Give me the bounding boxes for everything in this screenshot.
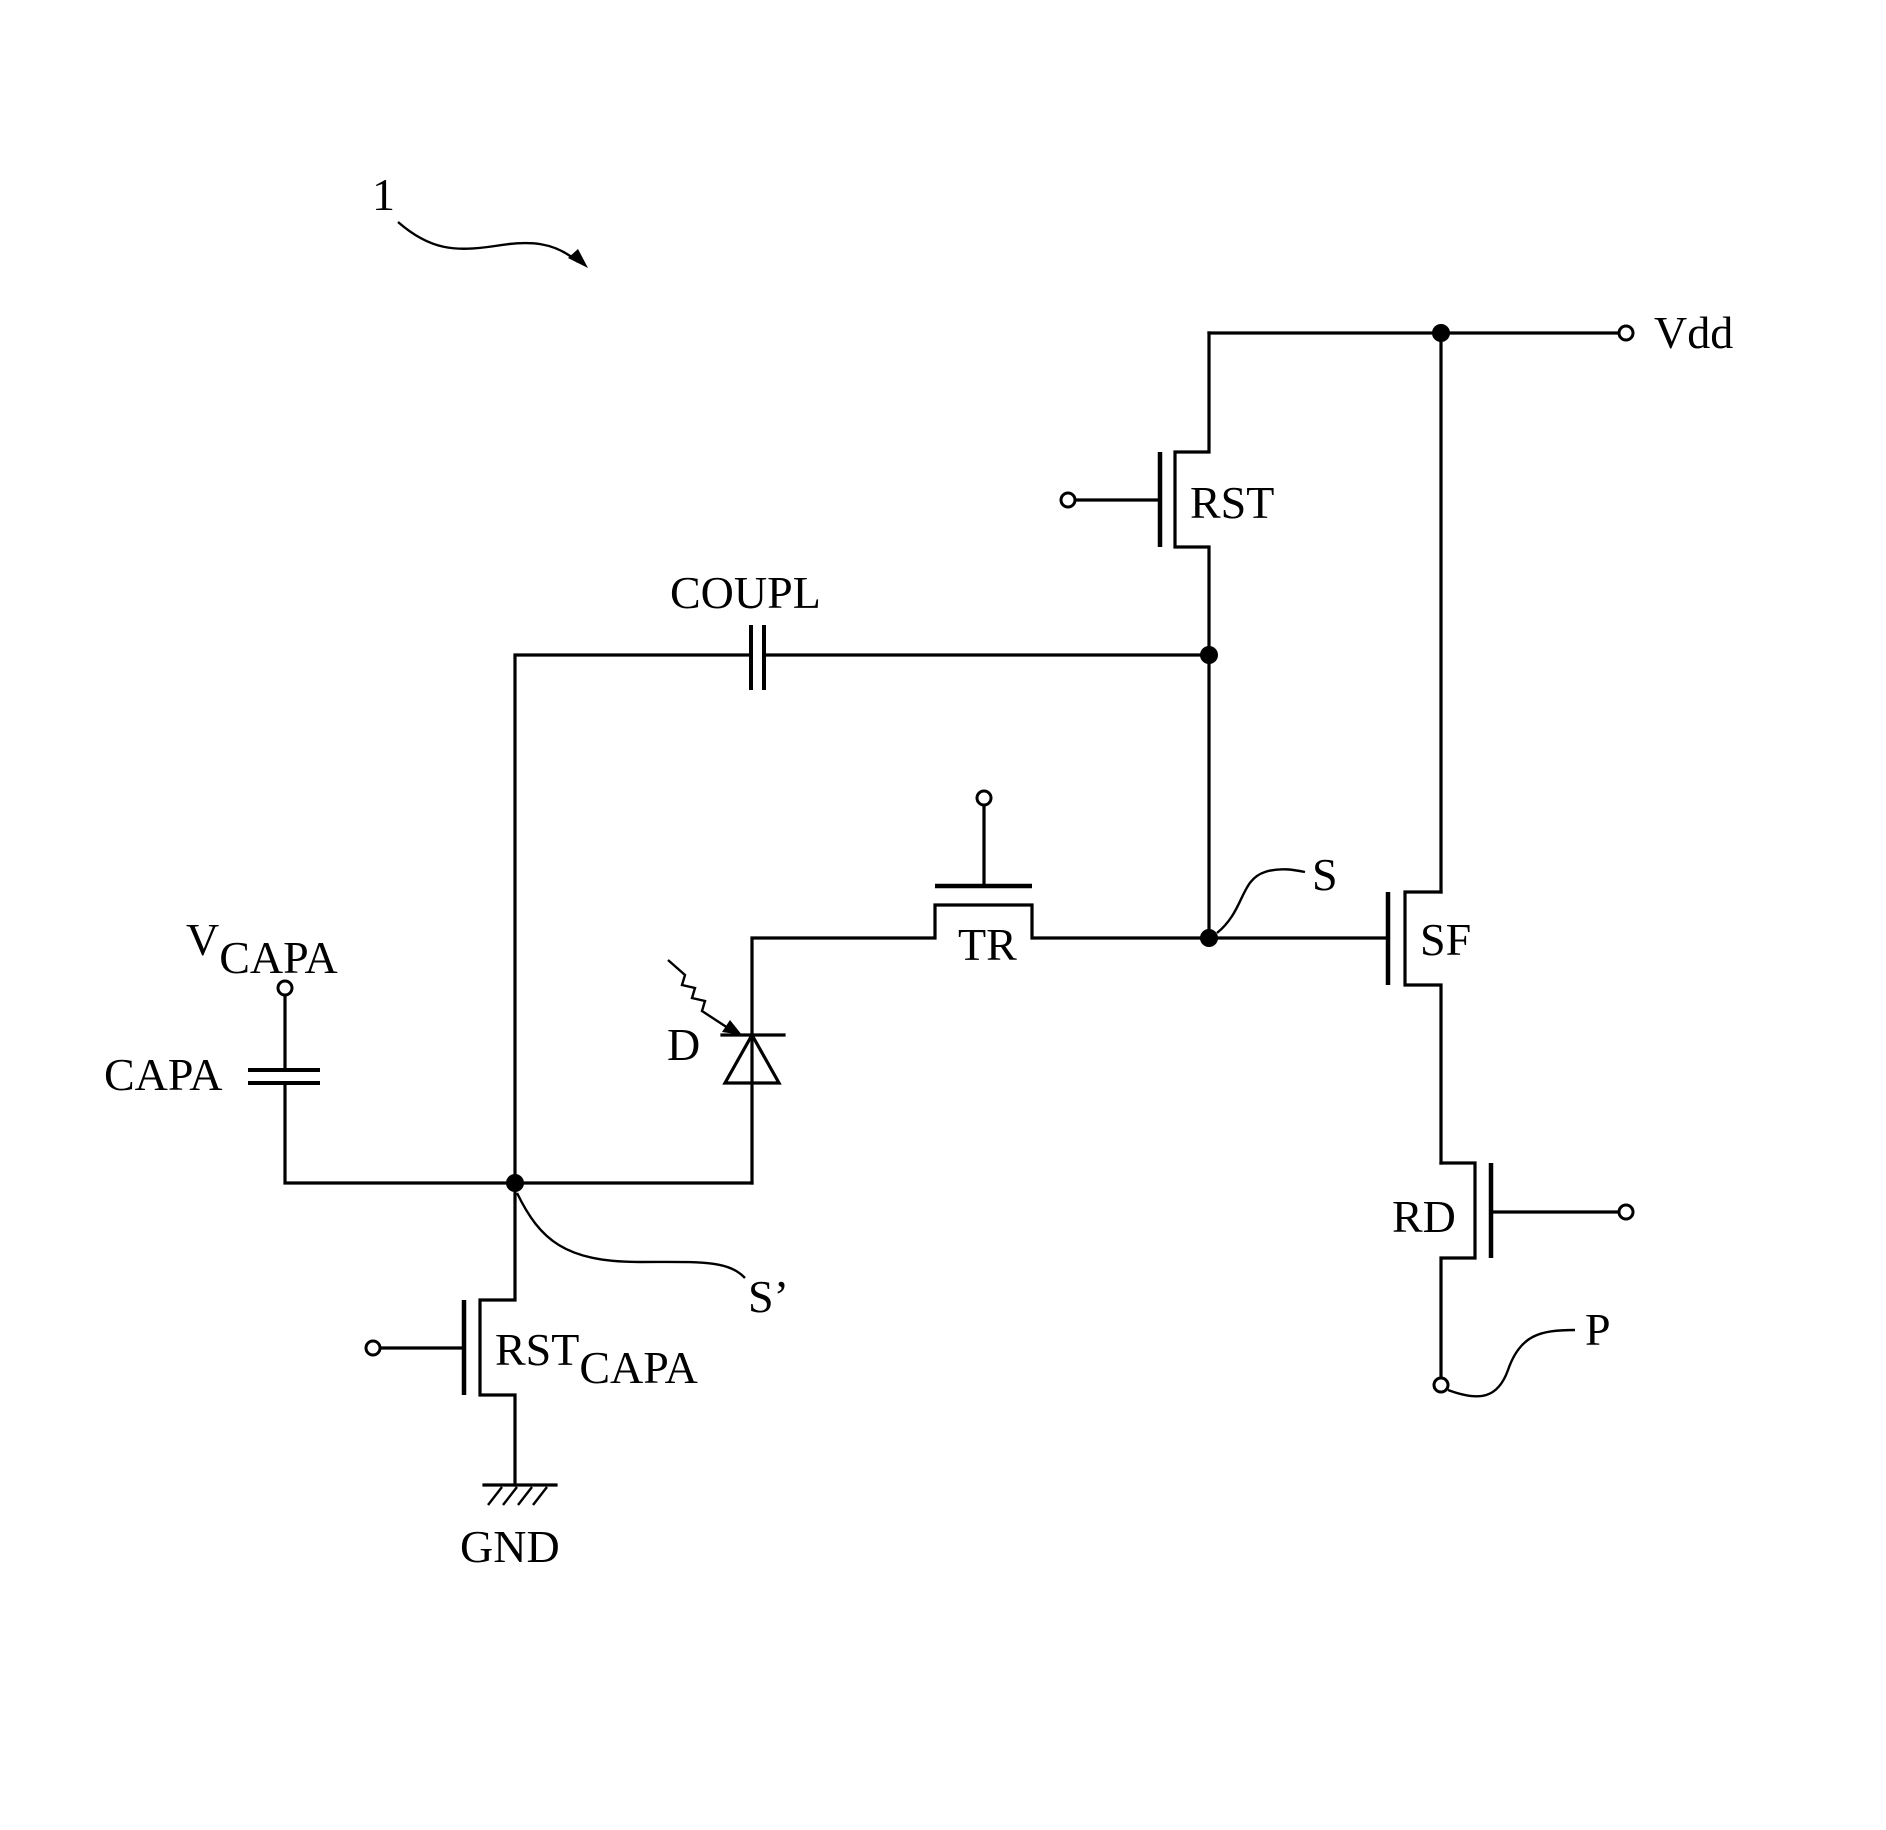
rd-label: RD xyxy=(1392,1191,1456,1242)
ground-icon xyxy=(484,1485,556,1505)
rst-gate-terminal xyxy=(1061,493,1075,507)
tr-gate-terminal xyxy=(977,791,991,805)
node-s-prime-leader xyxy=(517,1193,745,1278)
rst-capa-gate-terminal xyxy=(366,1341,380,1355)
sf-label: SF xyxy=(1420,914,1471,965)
sf-transistor xyxy=(1209,892,1441,1163)
capa-capacitor xyxy=(248,981,752,1183)
rd-gate-terminal xyxy=(1619,1205,1633,1219)
tr-transistor xyxy=(752,791,1209,1183)
coupl-capacitor xyxy=(515,625,1218,1183)
output-terminal-p xyxy=(1434,1378,1448,1392)
tr-label: TR xyxy=(958,919,1017,970)
gnd-label: GND xyxy=(460,1521,560,1572)
node-s-label: S xyxy=(1312,849,1338,900)
reference-leader-arrowhead xyxy=(568,249,588,268)
rst-capa-transistor xyxy=(366,1183,515,1485)
vdd-terminal xyxy=(1619,326,1633,340)
photodiode-label: D xyxy=(667,1019,700,1070)
coupl-label: COUPL xyxy=(670,567,821,618)
rst-transistor xyxy=(1061,333,1209,655)
v-capa-label: VCAPA xyxy=(186,914,338,983)
node-s-leader xyxy=(1217,869,1305,933)
reference-leader-curve xyxy=(398,222,578,262)
v-capa-terminal xyxy=(278,981,292,995)
node-s-prime-label: S’ xyxy=(748,1271,789,1322)
figure-reference-numeral: 1 xyxy=(372,169,395,220)
vdd-rail xyxy=(1209,324,1633,892)
vdd-label: Vdd xyxy=(1654,307,1733,358)
rst-label: RST xyxy=(1190,477,1274,528)
output-p-leader xyxy=(1448,1330,1575,1396)
capa-label: CAPA xyxy=(104,1049,222,1100)
rst-capa-label: RSTCAPA xyxy=(495,1324,698,1393)
output-p-label: P xyxy=(1585,1304,1611,1355)
